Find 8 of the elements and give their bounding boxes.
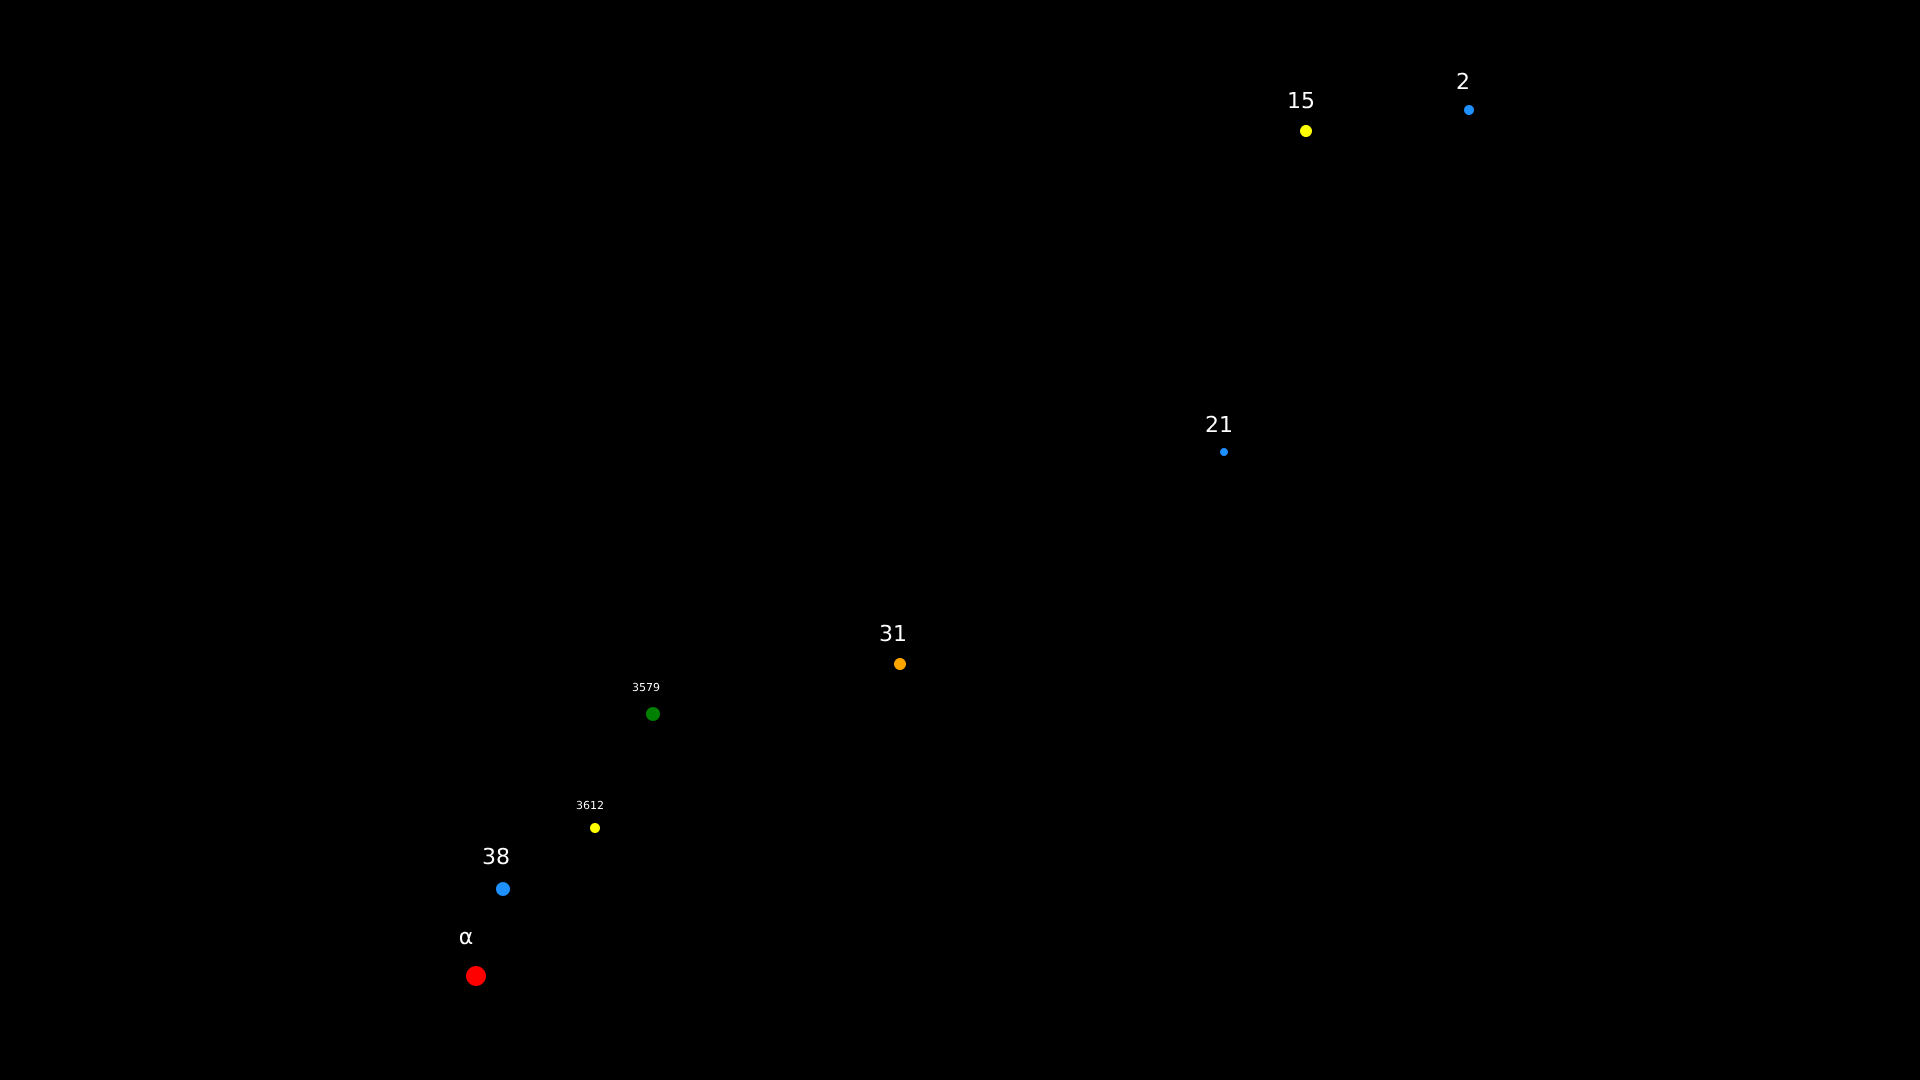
point-label: 21 [1206, 415, 1231, 432]
point-label: 3579 [632, 682, 660, 692]
point-label: 15 [1289, 91, 1314, 109]
point-label: 2 [1457, 72, 1468, 89]
point-label: α [459, 931, 473, 945]
point-label: 3612 [576, 800, 603, 810]
point-label: 31 [880, 624, 905, 642]
point-label: 38 [483, 847, 509, 865]
